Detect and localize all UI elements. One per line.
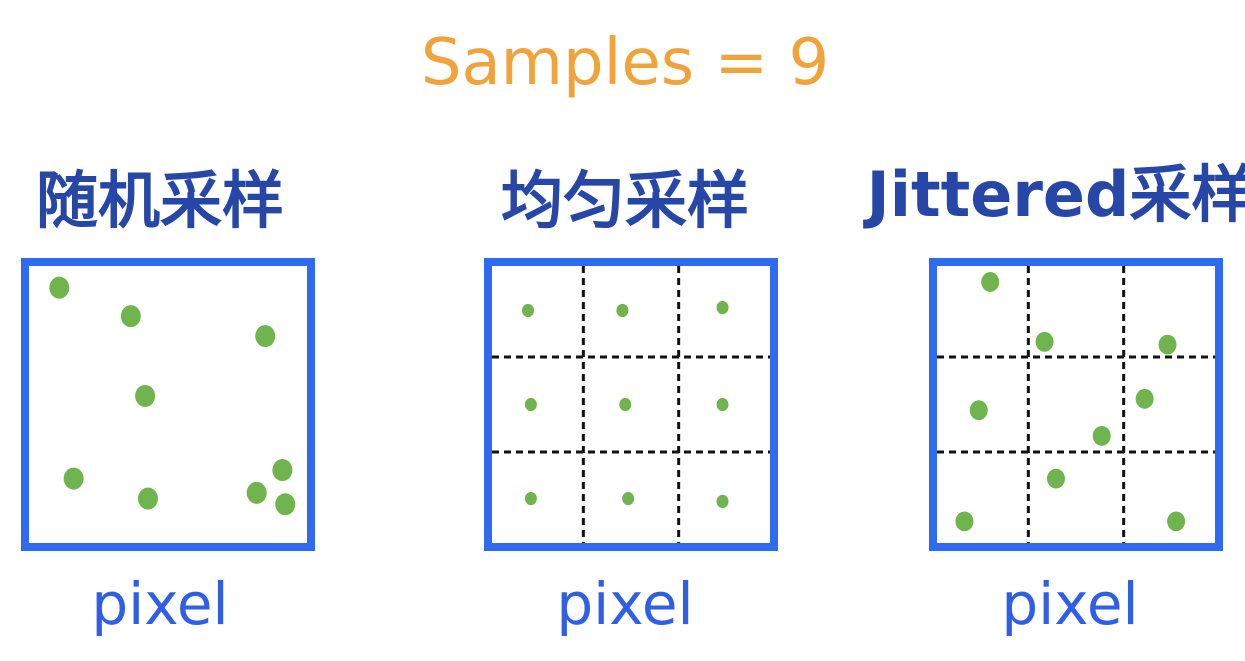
sample-point [63, 467, 84, 490]
pixel-box [21, 258, 315, 551]
panel-random [21, 258, 315, 551]
sample-point [255, 325, 276, 348]
panel-uniform [484, 258, 778, 551]
diagram-title: Samples = 9 [421, 26, 829, 100]
pixel-box [484, 258, 778, 551]
panel-title-random: 随机采样 [36, 164, 284, 237]
sample-point [955, 511, 974, 532]
sample-point [622, 491, 635, 506]
sample-point [49, 276, 70, 299]
sample-point [1158, 334, 1177, 355]
sample-point [275, 493, 296, 516]
panel-title-jittered: Jittered采样 [863, 158, 1245, 231]
sample-point [137, 487, 158, 510]
pixel-box [929, 258, 1223, 551]
panel-jittered [929, 258, 1223, 551]
sample-point [716, 494, 729, 508]
panel-title-uniform: 均匀采样 [501, 164, 749, 237]
sample-point [1167, 511, 1186, 532]
pixel-label-uniform: pixel [556, 570, 693, 638]
pixel-label-jittered: pixel [1001, 570, 1138, 638]
sample-point [524, 491, 537, 506]
sample-point [616, 303, 629, 318]
sample-point [716, 301, 729, 315]
sample-point [981, 272, 1000, 292]
sample-point [272, 459, 293, 482]
sample-point [1035, 331, 1054, 352]
sample-point [969, 400, 988, 421]
sample-point [522, 303, 535, 318]
sample-point [135, 384, 156, 407]
sample-point [120, 305, 141, 328]
sample-point [619, 397, 632, 412]
sample-point [246, 481, 267, 504]
sample-point [716, 397, 729, 412]
sample-point [524, 397, 537, 412]
sample-point [1135, 388, 1154, 409]
sample-point [1092, 425, 1111, 446]
pixel-label-random: pixel [91, 570, 228, 638]
sample-point [1046, 468, 1065, 489]
